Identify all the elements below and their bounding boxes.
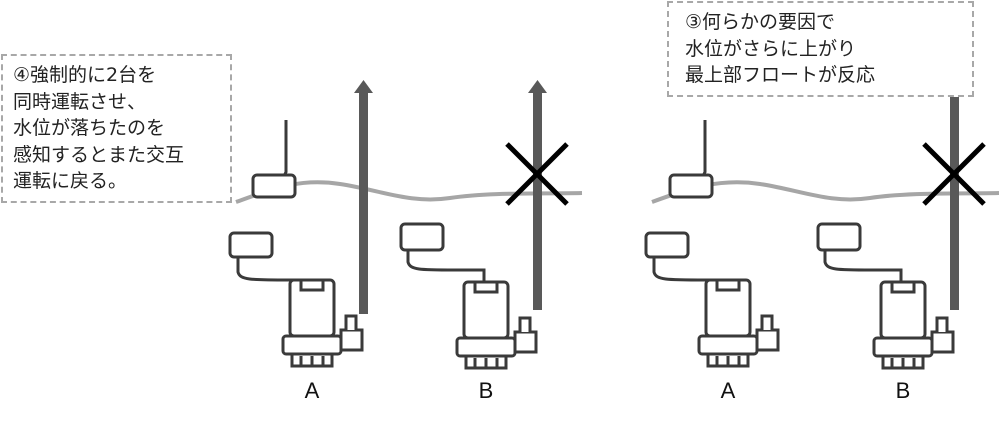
- note-line: 水位が落ちたのを: [13, 117, 166, 139]
- float-cable: [823, 250, 903, 282]
- pump-label: A: [304, 378, 320, 403]
- float-cable: [652, 257, 730, 286]
- note-box: ③何らかの要因で 水位がさらに上がり 最上部フロートが反応: [667, 1, 974, 97]
- float-switch: [668, 173, 714, 199]
- arrow-head: [528, 80, 547, 93]
- float-cable: [406, 250, 486, 282]
- left-panel: [228, 80, 583, 370]
- note-box: ④強制的に2台を 同時運転させ、 水位が落ちたのを 感知するとまた交互 運転に戻…: [1, 54, 232, 203]
- pump: [697, 278, 780, 368]
- pump: [281, 278, 364, 368]
- pump: [455, 280, 538, 370]
- note-line: ③何らかの要因で: [685, 11, 836, 33]
- arrow-head: [354, 80, 373, 93]
- float-cable: [281, 120, 288, 179]
- note-line: 最上部フロートが反応: [685, 64, 876, 86]
- pump-label: B: [895, 378, 911, 403]
- cross-mark: [505, 142, 569, 206]
- note-line: 同時運転させ、: [13, 90, 147, 113]
- pump-label: A: [720, 378, 736, 403]
- pump-label: B: [478, 378, 494, 403]
- float-switch: [251, 173, 297, 199]
- float-switch: [399, 222, 445, 252]
- float-switch: [816, 222, 862, 252]
- pump: [872, 280, 955, 370]
- note-line: ④強制的に2台を: [13, 64, 157, 86]
- right-panel: [644, 80, 999, 370]
- float-pole: [950, 92, 959, 310]
- note-line: 運転に戻る。: [13, 170, 128, 192]
- float-pole: [533, 92, 542, 310]
- note-line: 感知するとまた交互: [13, 143, 185, 166]
- cross-mark: [922, 142, 986, 206]
- note-line: 水位がさらに上がり: [685, 37, 857, 60]
- float-pole: [359, 92, 368, 314]
- float-cable: [700, 120, 707, 179]
- float-switch: [644, 231, 690, 259]
- float-switch: [228, 231, 274, 259]
- float-cable: [236, 257, 314, 286]
